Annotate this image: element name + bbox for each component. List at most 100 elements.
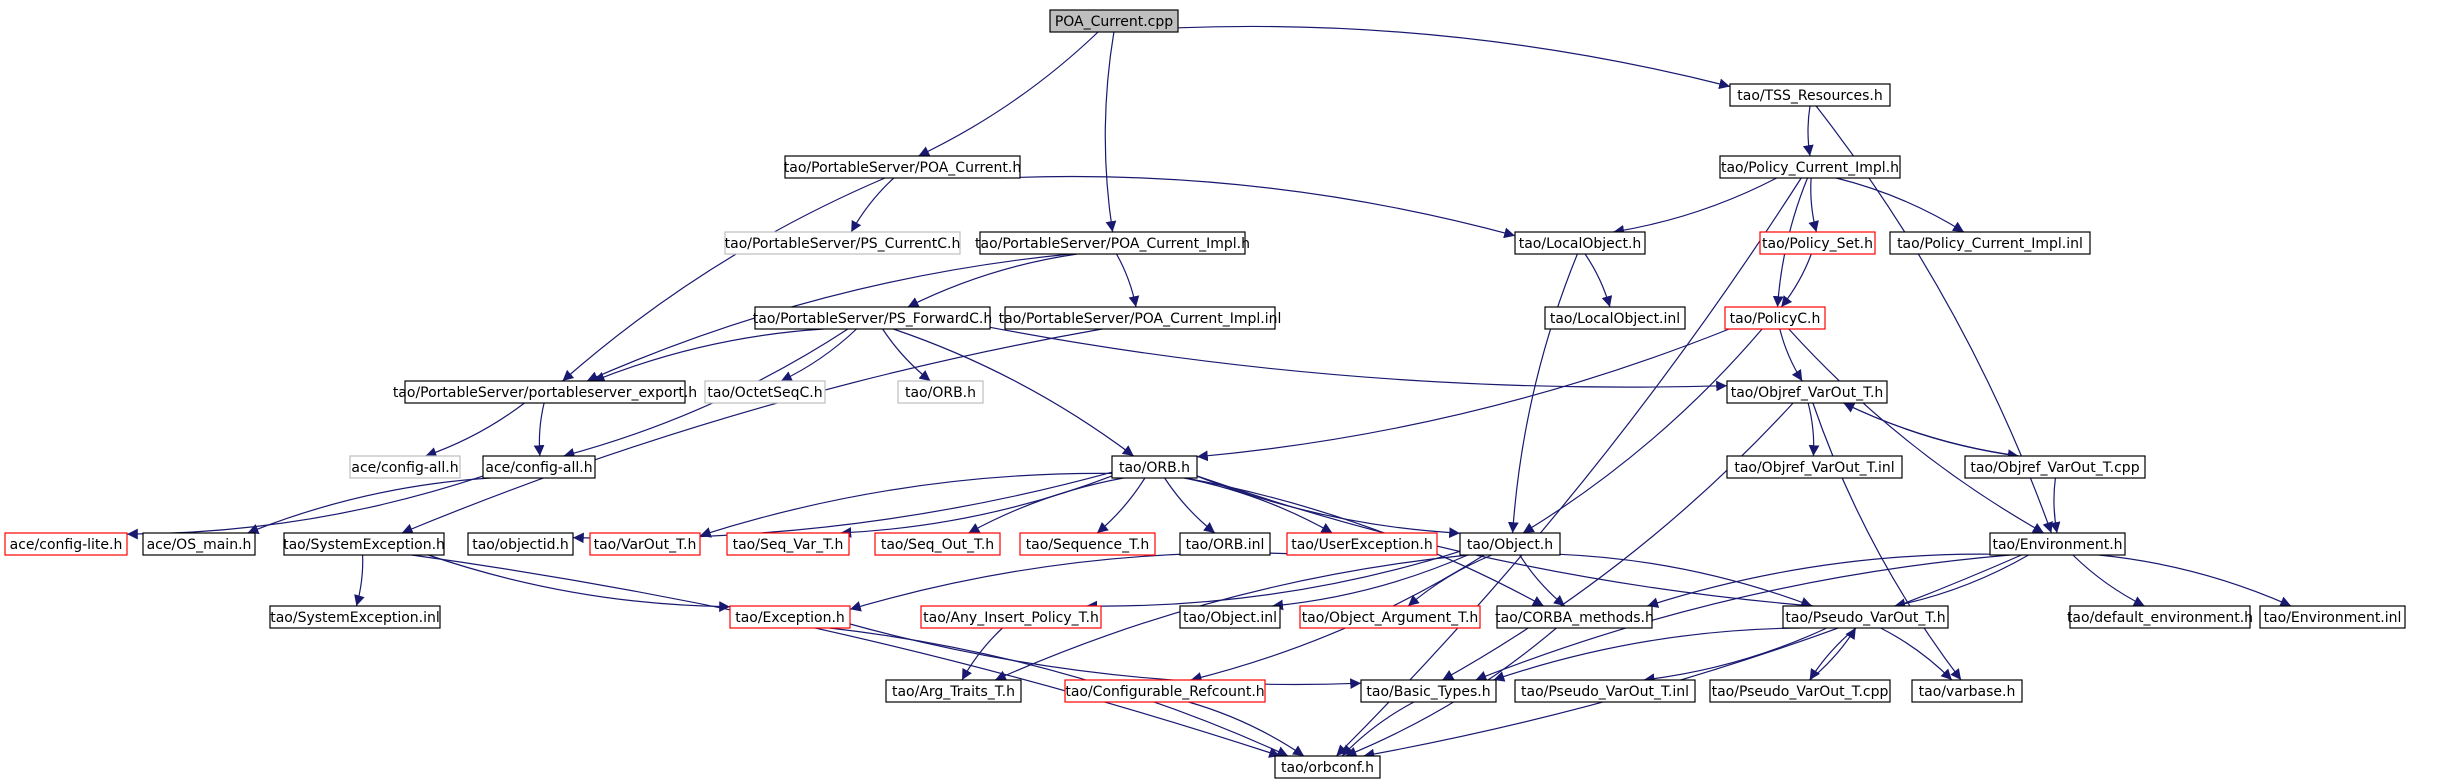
edge-policyc_h-to-object_h — [1522, 328, 1763, 534]
node-tao-tss-resources-h[interactable]: tao/TSS_Resources.h — [1729, 83, 1891, 107]
node-box — [1179, 532, 1271, 556]
node-box — [1729, 83, 1891, 107]
node-label: ace/OS_main.h — [147, 537, 252, 553]
node-label: tao/PortableServer/POA_Current.h — [784, 160, 1021, 176]
node-label: tao/Seq_Var_T.h — [733, 537, 844, 553]
node-tao-policy-current-impl-inl[interactable]: tao/Policy_Current_Impl.inl — [1889, 231, 2091, 255]
node-label: tao/TSS_Resources.h — [1737, 88, 1883, 104]
edge-ps_forwardc_h-to-octetseqc_h — [780, 328, 857, 382]
node-tao-exception-h[interactable]: tao/Exception.h — [729, 605, 851, 629]
edge-orb_h-to-userexception_h — [1183, 477, 1333, 534]
node-label: tao/Configurable_Refcount.h — [1065, 684, 1264, 700]
node-tao-orb-h[interactable]: tao/ORB.h — [1111, 455, 1198, 479]
edge-poa_current_impl_inl-to-systemexception_h — [401, 328, 1103, 534]
node-tao-seq-out-t-h[interactable]: tao/Seq_Out_T.h — [874, 532, 1001, 556]
node-label: tao/SystemException.inl — [270, 610, 440, 626]
edge-environment_h-to-orbconf_h — [1363, 554, 2022, 760]
edge-orb_h-to-object_h — [1196, 475, 1461, 538]
node-box — [1544, 306, 1686, 330]
node-tao-pseudo-varout-t-cpp[interactable]: tao/Pseudo_VarOut_T.cpp — [1709, 679, 1891, 703]
node-label: tao/UserException.h — [1291, 537, 1432, 553]
edge-orb_h-to-varout_t_h — [699, 472, 1113, 538]
node-box — [1049, 9, 1179, 33]
node-label: tao/ORB.inl — [1186, 537, 1265, 553]
node-tao-octetseqc-h-missing[interactable]: tao/OctetSeqC.h — [704, 380, 826, 404]
node-tao-objref-varout-t-h[interactable]: tao/Objref_VarOut_T.h — [1726, 380, 1888, 404]
node-tao-systemexception-inl[interactable]: tao/SystemException.inl — [269, 605, 441, 629]
node-tao-object-h[interactable]: tao/Object.h — [1459, 532, 1561, 556]
node-tao-portableserver-poa-current-h[interactable]: tao/PortableServer/POA_Current.h — [784, 155, 1021, 179]
edge-localobject_h-to-object_h — [1507, 253, 1578, 534]
node-tao-systemexception-h[interactable]: tao/SystemException.h — [283, 532, 445, 556]
node-label: tao/Policy_Current_Impl.inl — [1897, 236, 2083, 252]
edge-environment_h-to-basic_types_h — [1475, 554, 2011, 682]
edge-ps_poa_current_h-to-localobject_h — [1000, 175, 1516, 239]
node-box — [1782, 605, 1949, 629]
node-tao-orb-h-missing[interactable]: tao/ORB.h — [897, 380, 984, 404]
edge-localobject_h-to-localobject_inl — [1584, 253, 1613, 308]
node-tao-object-inl[interactable]: tao/Object.inl — [1179, 605, 1281, 629]
node-tao-userexception-h[interactable]: tao/UserException.h — [1286, 532, 1438, 556]
edge-policyc_h-to-orb_h — [1196, 328, 1730, 462]
node-tao-localobject-inl[interactable]: tao/LocalObject.inl — [1544, 306, 1686, 330]
node-box — [482, 455, 596, 479]
node-tao-any-insert-policy-t-h[interactable]: tao/Any_Insert_Policy_T.h — [920, 605, 1102, 629]
node-tao-varout-t-h[interactable]: tao/VarOut_T.h — [589, 532, 701, 556]
node-label: tao/Seq_Out_T.h — [881, 537, 994, 553]
node-tao-objectid-h[interactable]: tao/objectid.h — [467, 532, 574, 556]
node-poa-current-cpp[interactable]: POA_Current.cpp — [1049, 9, 1179, 33]
node-tao-policy-set-h[interactable]: tao/Policy_Set.h — [1759, 231, 1876, 255]
node-ace-config-all-h-missing[interactable]: ace/config-all.h — [349, 455, 461, 479]
node-tao-default-environment-h[interactable]: tao/default_environment.h — [2067, 605, 2253, 629]
node-tao-portableserver-ps-currentc-h-missing[interactable]: tao/PortableServer/PS_CurrentC.h — [724, 231, 961, 255]
node-tao-basic-types-h[interactable]: tao/Basic_Types.h — [1360, 679, 1497, 703]
edge-poa_current_cpp-to-ps_poa_current_h — [918, 31, 1099, 157]
node-box — [704, 380, 826, 404]
node-tao-seq-var-t-h[interactable]: tao/Seq_Var_T.h — [726, 532, 850, 556]
node-tao-arg-traits-t-h[interactable]: tao/Arg_Traits_T.h — [885, 679, 1022, 703]
node-box — [1911, 679, 2023, 703]
node-tao-portableserver-poa-current-impl-inl[interactable]: tao/PortableServer/POA_Current_Impl.inl — [999, 306, 1282, 330]
node-box — [1111, 455, 1198, 479]
node-label: tao/PortableServer/PS_CurrentC.h — [725, 236, 961, 252]
node-tao-objref-varout-t-cpp[interactable]: tao/Objref_VarOut_T.cpp — [1964, 455, 2146, 479]
edge-environment_h-to-environment_inl — [2098, 554, 2292, 607]
node-tao-portableserver-portableserver-export-h[interactable]: tao/PortableServer/portableserver_export… — [393, 380, 697, 404]
node-ace-config-lite-h[interactable]: ace/config-lite.h — [4, 532, 128, 556]
node-box — [1496, 605, 1653, 629]
node-tao-orb-inl[interactable]: tao/ORB.inl — [1179, 532, 1271, 556]
node-tao-environment-inl[interactable]: tao/Environment.inl — [2259, 605, 2406, 629]
node-tao-objref-varout-t-inl[interactable]: tao/Objref_VarOut_T.inl — [1726, 455, 1903, 479]
node-tao-object-argument-t-h[interactable]: tao/Object_Argument_T.h — [1299, 605, 1481, 629]
edge-environment_h-to-corba_methods_h — [1647, 553, 1991, 608]
node-tao-configurable-refcount-h[interactable]: tao/Configurable_Refcount.h — [1064, 679, 1266, 703]
node-tao-localobject-h[interactable]: tao/LocalObject.h — [1514, 231, 1646, 255]
edge-basic_types_h-to-orbconf_h — [1341, 701, 1415, 757]
node-box — [1004, 306, 1276, 330]
node-tao-policyc-h[interactable]: tao/PolicyC.h — [1724, 306, 1826, 330]
node-label: tao/PortableServer/POA_Current_Impl.h — [975, 236, 1250, 252]
node-tao-portableserver-ps-forwardc-h[interactable]: tao/PortableServer/PS_ForwardC.h — [753, 306, 992, 330]
edge-objref_varout_h-to-objref_varout_inl — [1807, 402, 1820, 457]
node-tao-pseudo-varout-t-inl[interactable]: tao/Pseudo_VarOut_T.inl — [1514, 679, 1696, 703]
node-tao-pseudo-varout-t-h[interactable]: tao/Pseudo_VarOut_T.h — [1782, 605, 1949, 629]
node-tao-sequence-t-h[interactable]: tao/Sequence_T.h — [1019, 532, 1156, 556]
node-box — [754, 306, 991, 330]
edge-poa_current_impl_h-to-ps_forwardc_h — [907, 253, 1078, 308]
node-label: tao/PolicyC.h — [1730, 311, 1821, 327]
node-tao-corba-methods-h[interactable]: tao/CORBA_methods.h — [1495, 605, 1654, 629]
node-label: tao/Arg_Traits_T.h — [892, 684, 1015, 700]
node-tao-environment-h[interactable]: tao/Environment.h — [1989, 532, 2126, 556]
node-ace-os-main-h[interactable]: ace/OS_main.h — [142, 532, 256, 556]
node-box — [1726, 380, 1888, 404]
node-tao-orbconf-h[interactable]: tao/orbconf.h — [1274, 755, 1381, 779]
node-box — [1889, 231, 2091, 255]
node-box — [1299, 605, 1481, 629]
node-tao-policy-current-impl-h[interactable]: tao/Policy_Current_Impl.h — [1719, 155, 1901, 179]
node-box — [1019, 532, 1156, 556]
node-ace-config-all-h[interactable]: ace/config-all.h — [482, 455, 596, 479]
node-label: tao/default_environment.h — [2067, 610, 2253, 626]
node-tao-portableserver-poa-current-impl-h[interactable]: tao/PortableServer/POA_Current_Impl.h — [975, 231, 1250, 255]
edge-pseudo_varout_cpp-to-pseudo_varout_h — [1809, 627, 1857, 681]
node-tao-varbase-h[interactable]: tao/varbase.h — [1911, 679, 2023, 703]
